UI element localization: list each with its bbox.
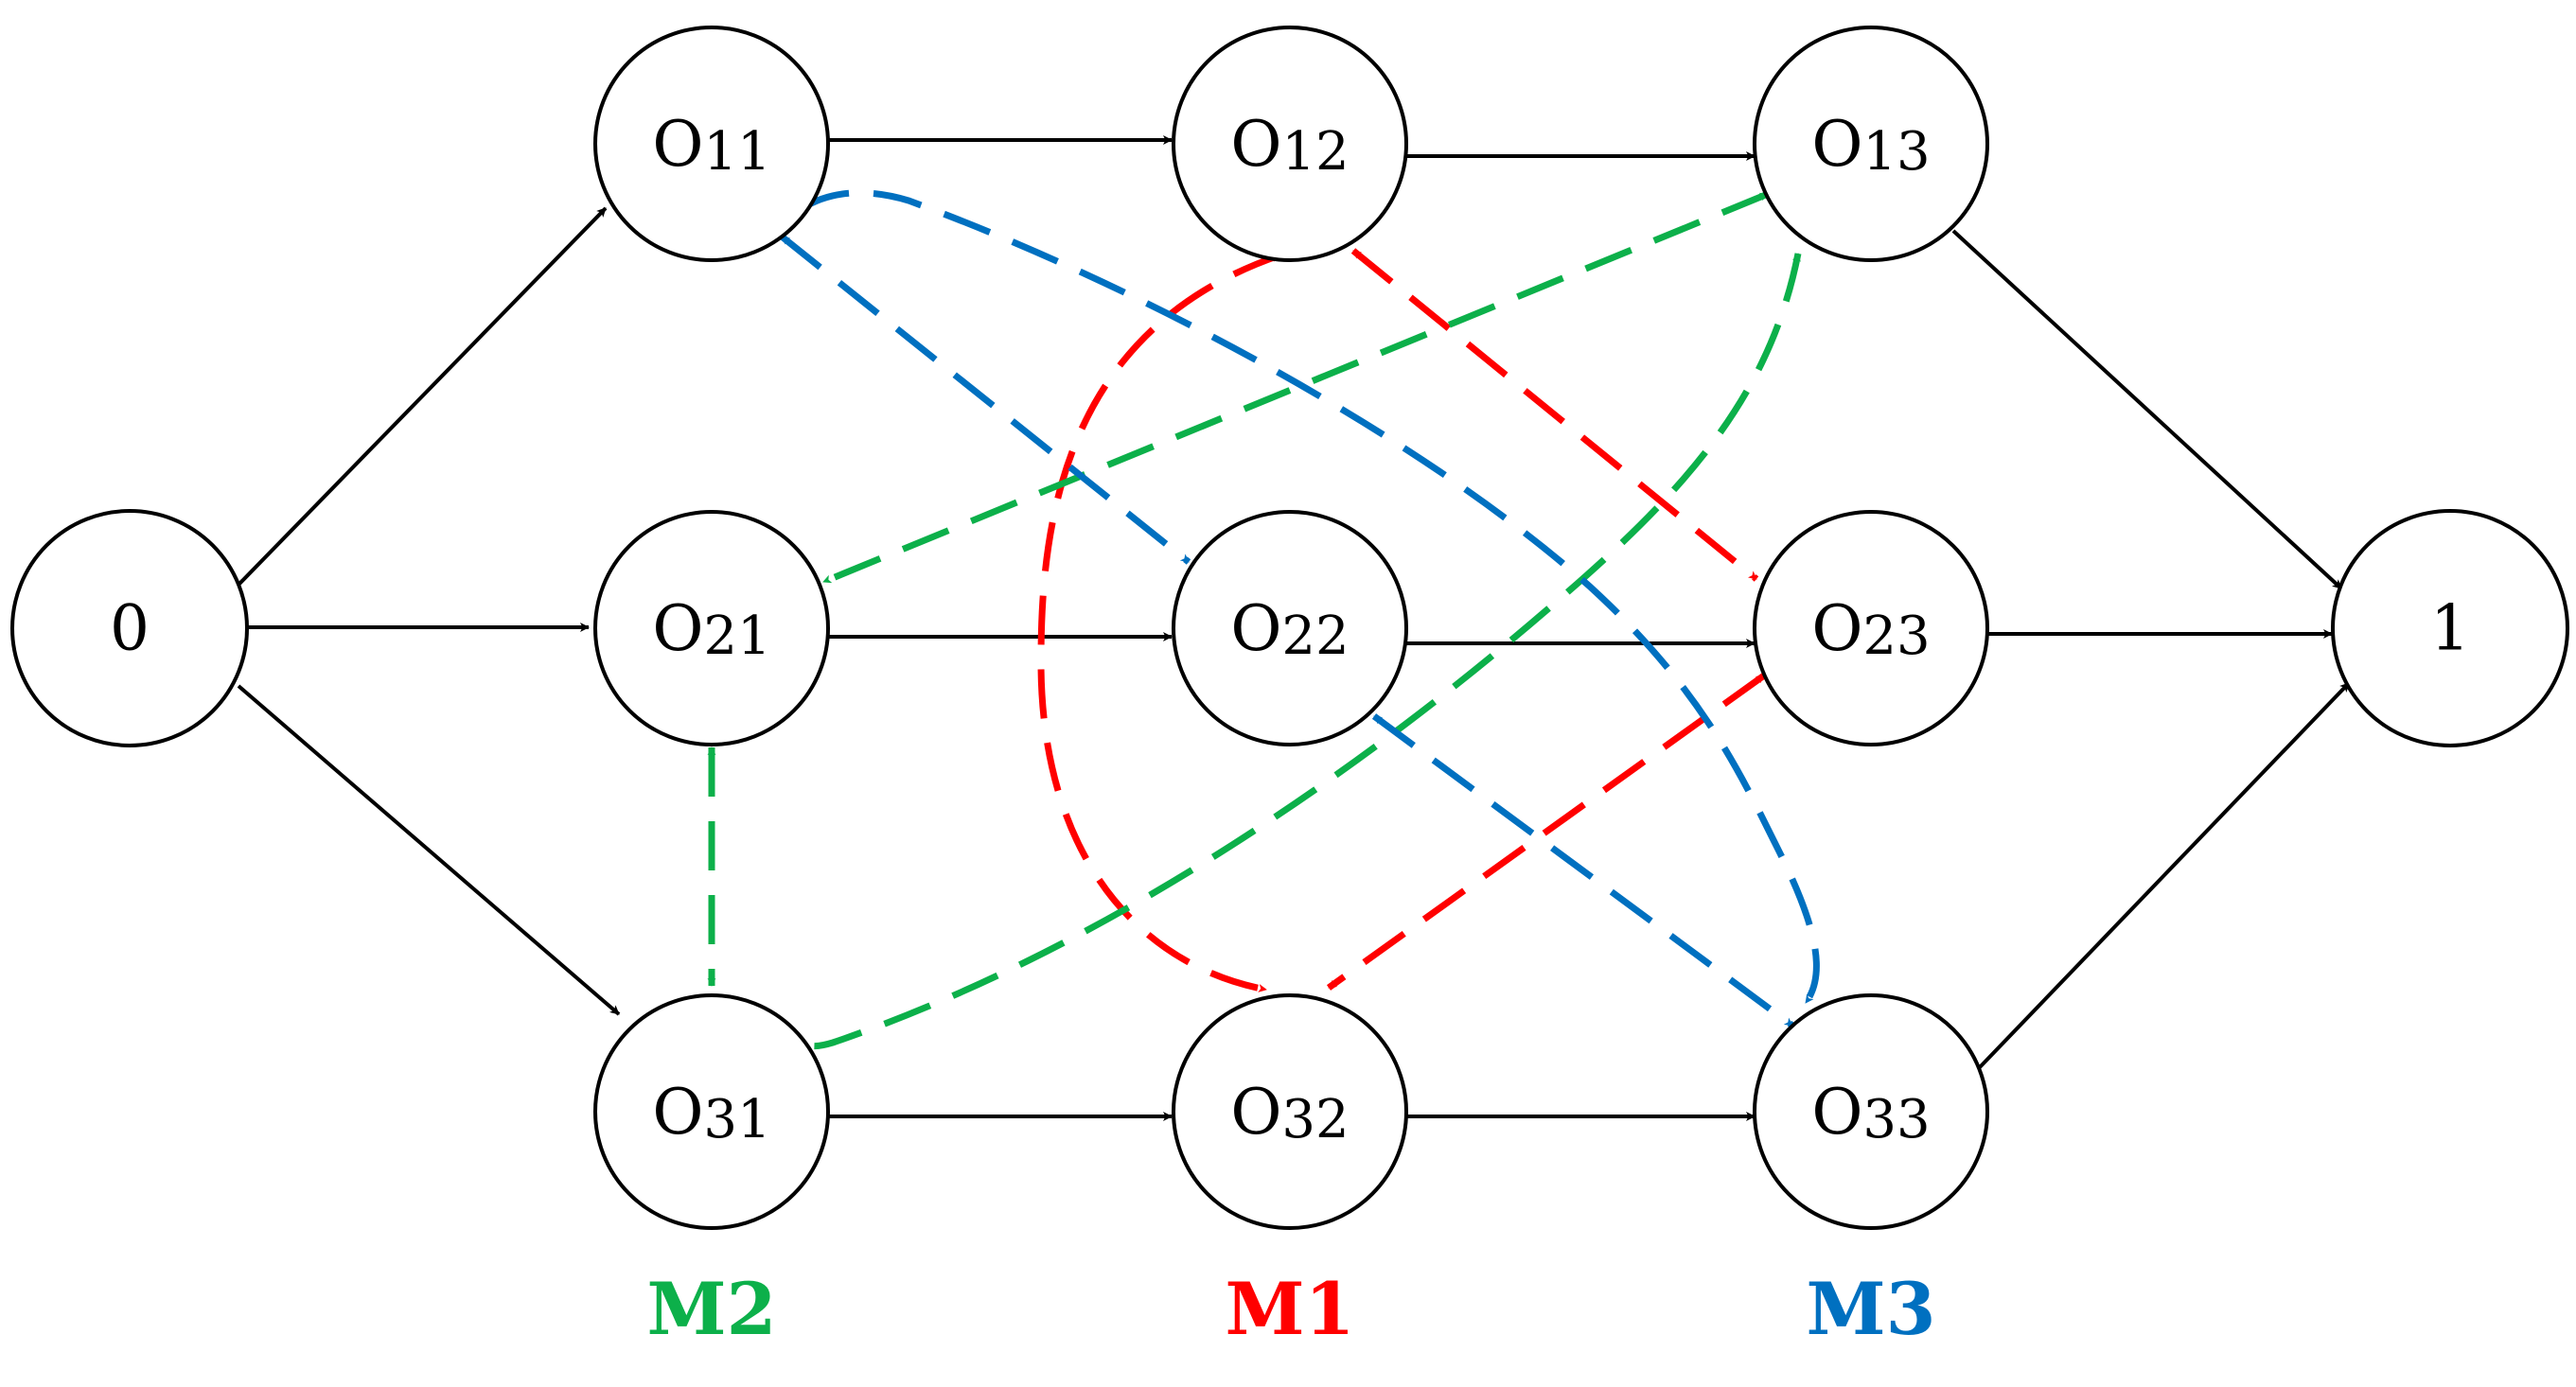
node-o32-main: O [1230, 1076, 1281, 1149]
node-o22-main: O [1230, 592, 1281, 665]
node-o33: O33 [1753, 993, 1989, 1230]
node-o13: O13 [1753, 26, 1989, 262]
node-o33-label: O33 [1811, 1076, 1930, 1150]
node-o13-sub: 13 [1862, 121, 1930, 183]
node-o12: O12 [1172, 26, 1408, 262]
node-o31: O31 [593, 993, 830, 1230]
m1-edge-o23-o32 [1326, 673, 1767, 991]
node-o13-label: O13 [1811, 108, 1930, 183]
node-o33-sub: 33 [1862, 1089, 1930, 1150]
node-o21-label: O21 [652, 592, 770, 667]
edge-0-o11 [237, 206, 608, 587]
node-o23-main: O [1811, 592, 1862, 665]
node-o32-label: O32 [1230, 1076, 1349, 1150]
node-o11: O11 [593, 26, 830, 262]
machine-label-m2: M2 [646, 1267, 776, 1351]
node-o23: O23 [1753, 510, 1989, 746]
node-o33-main: O [1811, 1076, 1862, 1149]
edge-o33-end [1978, 681, 2351, 1069]
node-o32: O32 [1172, 993, 1408, 1230]
node-o21: O21 [593, 510, 830, 746]
node-o21-main: O [652, 592, 703, 665]
node-end-label: 1 [2430, 592, 2470, 665]
machine-label-m3: M3 [1806, 1267, 1935, 1351]
node-o31-sub: 31 [703, 1089, 770, 1150]
conjunctive-edges [237, 135, 2351, 1121]
node-o22-label: O22 [1230, 592, 1349, 667]
node-start: 0 [10, 509, 249, 747]
node-o21-sub: 21 [703, 606, 770, 667]
m3-edge-o11-o33 [801, 189, 1820, 1006]
machine-label-m1: M1 [1225, 1267, 1354, 1351]
node-end: 1 [2331, 509, 2569, 747]
edge-0-o31 [237, 684, 621, 1016]
node-o12-sub: 12 [1281, 121, 1349, 183]
node-o31-main: O [652, 1076, 703, 1149]
node-o23-sub: 23 [1862, 606, 1930, 667]
node-o32-sub: 32 [1281, 1089, 1349, 1150]
node-o11-main: O [652, 108, 703, 181]
node-o13-main: O [1811, 108, 1862, 181]
node-o31-label: O31 [652, 1076, 770, 1150]
node-o22-sub: 22 [1281, 606, 1349, 667]
node-start-label: 0 [110, 592, 150, 665]
m1-edge-o12-o23 [1350, 248, 1759, 582]
node-o12-main: O [1230, 108, 1281, 181]
node-o12-label: O12 [1230, 108, 1349, 183]
m3-edges [779, 189, 1820, 1028]
node-o11-label: O11 [652, 108, 770, 183]
node-o22: O22 [1172, 510, 1408, 746]
node-o23-label: O23 [1811, 592, 1930, 667]
edge-o13-end [1951, 229, 2343, 590]
node-o11-sub: 11 [703, 121, 770, 183]
